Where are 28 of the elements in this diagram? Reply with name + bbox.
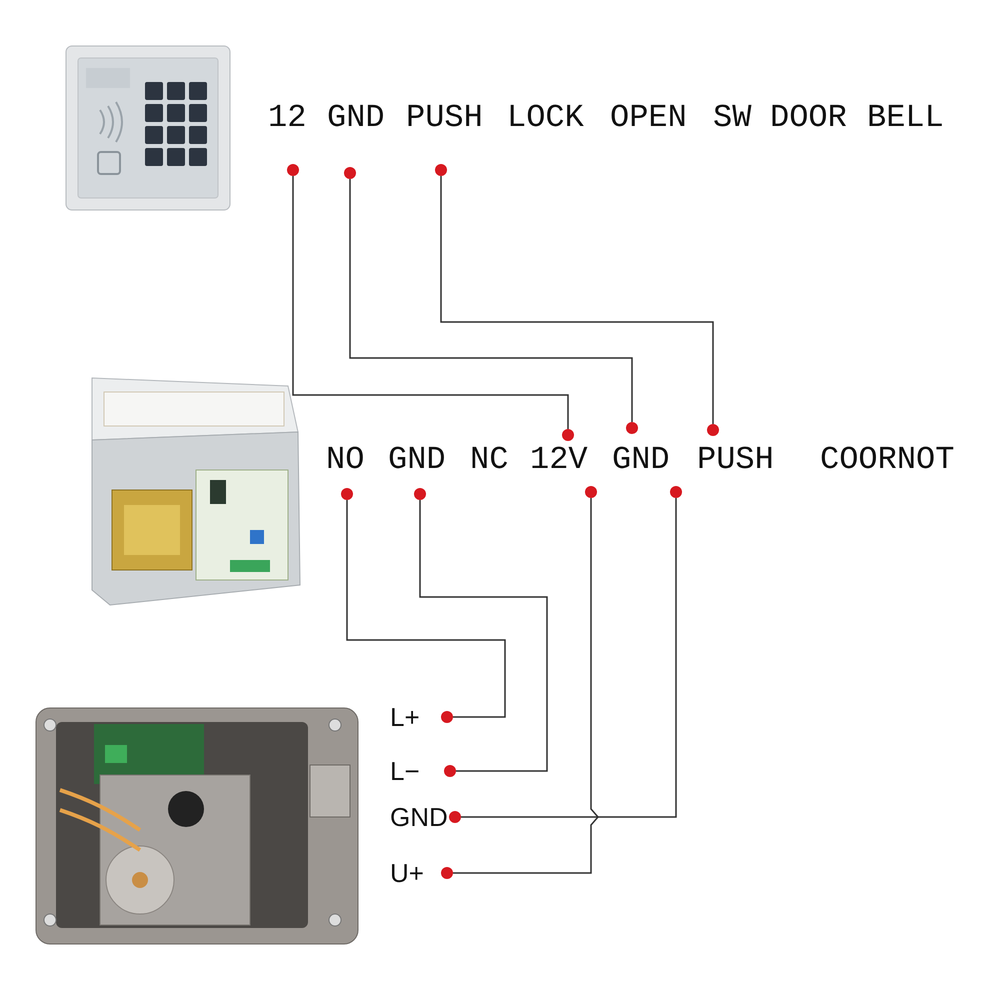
- terminal-label: U+: [390, 857, 424, 890]
- terminal-label: PUSH: [406, 100, 483, 136]
- wire: [461, 498, 677, 818]
- wire: [453, 498, 599, 874]
- terminal-label: L+: [390, 701, 420, 734]
- terminal-label: NC: [470, 442, 508, 478]
- wire: [440, 176, 714, 424]
- terminal-label: GND: [612, 442, 670, 478]
- wire: [349, 179, 633, 422]
- terminal-label: GND: [390, 801, 448, 834]
- wire: [419, 500, 548, 772]
- terminal-label: COORNOT: [820, 442, 954, 478]
- terminal-label: BELL: [867, 100, 944, 136]
- terminal-label: LOCK: [507, 100, 584, 136]
- terminal-label: GND: [388, 442, 446, 478]
- terminal-label: GND: [327, 100, 385, 136]
- terminal-label: DOOR: [770, 100, 847, 136]
- terminal-label: 12: [268, 100, 306, 136]
- terminal-label: PUSH: [697, 442, 774, 478]
- terminal: [612, 422, 682, 498]
- wire: [346, 500, 506, 718]
- terminal-label: SW: [713, 100, 752, 136]
- terminal-label: 12V: [530, 442, 588, 478]
- terminal: [530, 429, 598, 498]
- terminal-label: NO: [326, 442, 364, 478]
- terminal-label: L−: [390, 755, 420, 788]
- terminal-label: OPEN: [610, 100, 687, 136]
- wire: [292, 176, 569, 429]
